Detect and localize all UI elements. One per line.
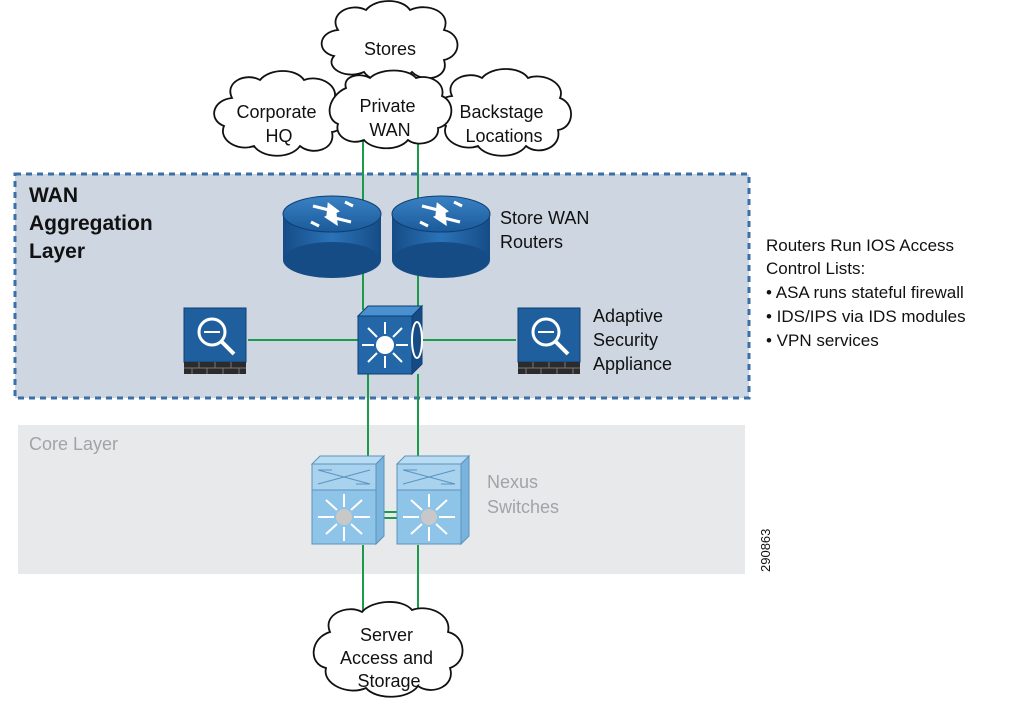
cloud-stores: Stores [320,0,459,83]
router-icon [282,195,382,278]
cloud-server-access-storage: Server Access and Storage [312,601,464,698]
cloud-server-access-storage-label: Server Access and Storage [340,625,438,691]
notes-text: Routers Run IOS Access Control Lists: • … [766,236,970,350]
cloud-stores-label: Stores [364,39,416,59]
core-layer-title: Core Layer [29,434,118,454]
cloud-private-wan-label: Private WAN [359,96,420,140]
firewall-asa-icon [517,307,581,374]
nexus-switch-icon [310,454,386,546]
cloud-corporate-hq: Corporate HQ [213,70,346,157]
aggregation-switch-icon [356,304,424,376]
figure-id: 290863 [758,529,773,572]
cloud-corporate-hq-label: Corporate HQ [236,102,321,146]
wan-layer-title: WAN Aggregation Layer [29,184,159,263]
nexus-switches-label: Nexus Switches [487,472,559,517]
store-wan-routers-label: Store WAN Routers [500,208,594,252]
cloud-backstage-locations-label: Backstage Locations [459,102,548,146]
nexus-switch-icon [395,454,471,546]
asa-label: Adaptive Security Appliance [593,306,672,374]
cloud-backstage-locations: Backstage Locations [434,68,572,157]
firewall-asa-icon [183,307,247,374]
cloud-private-wan: Private WAN [328,69,453,150]
router-icon [391,195,491,278]
